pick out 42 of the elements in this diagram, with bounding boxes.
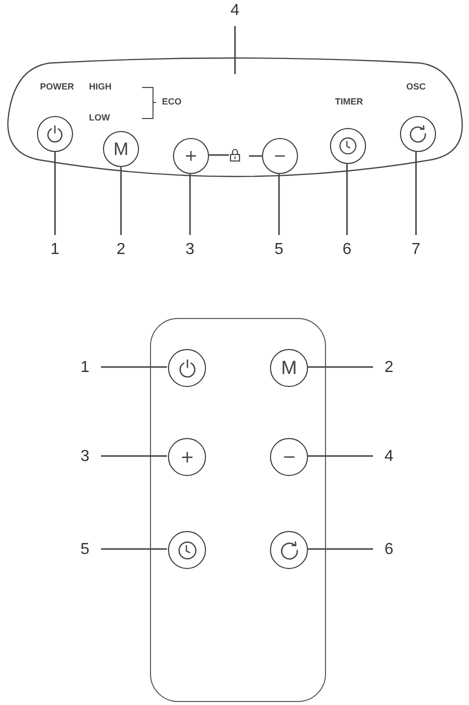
callout-number: 6: [381, 541, 397, 559]
leader-line: [307, 548, 373, 550]
button-label: OSC: [406, 82, 426, 92]
leader-line: [234, 26, 236, 74]
leader-line: [307, 455, 373, 457]
callout-number: 4: [381, 448, 397, 466]
leader-line: [209, 154, 229, 156]
callout-number: 3: [77, 448, 93, 466]
button-label: LOW: [89, 114, 110, 122]
leader-line: [54, 152, 56, 235]
plus-button: [168, 438, 206, 476]
button-label: POWER: [40, 82, 74, 92]
button-label: ECO: [162, 98, 182, 106]
callout-number: 5: [77, 541, 93, 559]
power-button: [168, 349, 206, 387]
callout-number: 1: [77, 359, 93, 377]
callout-number: 1: [47, 241, 63, 259]
callout-number: 2: [381, 359, 397, 377]
callout-number: 2: [113, 241, 129, 259]
leader-line: [307, 366, 373, 368]
leader-line: [278, 174, 280, 235]
leader-line: [415, 152, 417, 235]
remote-control: [150, 318, 326, 702]
lock-icon: [229, 148, 241, 162]
leader-line: [120, 167, 122, 235]
leader-line: [101, 366, 167, 368]
mode-button: M: [270, 349, 308, 387]
callout-number: 6: [339, 241, 355, 259]
button-label: HIGH: [89, 82, 112, 92]
leader-line: [249, 155, 262, 157]
callout-number: 3: [182, 241, 198, 259]
oscillation-button: [270, 531, 308, 569]
leader-line: [101, 548, 167, 550]
minus-button: [270, 438, 308, 476]
callout-number: 7: [408, 241, 424, 259]
callout-number: 4: [227, 2, 243, 20]
button-label: TIMER: [335, 98, 363, 106]
callout-number: 5: [271, 241, 287, 259]
timer-button: [168, 531, 206, 569]
leader-line: [346, 164, 348, 235]
leader-line: [101, 455, 167, 457]
leader-line: [189, 174, 191, 235]
